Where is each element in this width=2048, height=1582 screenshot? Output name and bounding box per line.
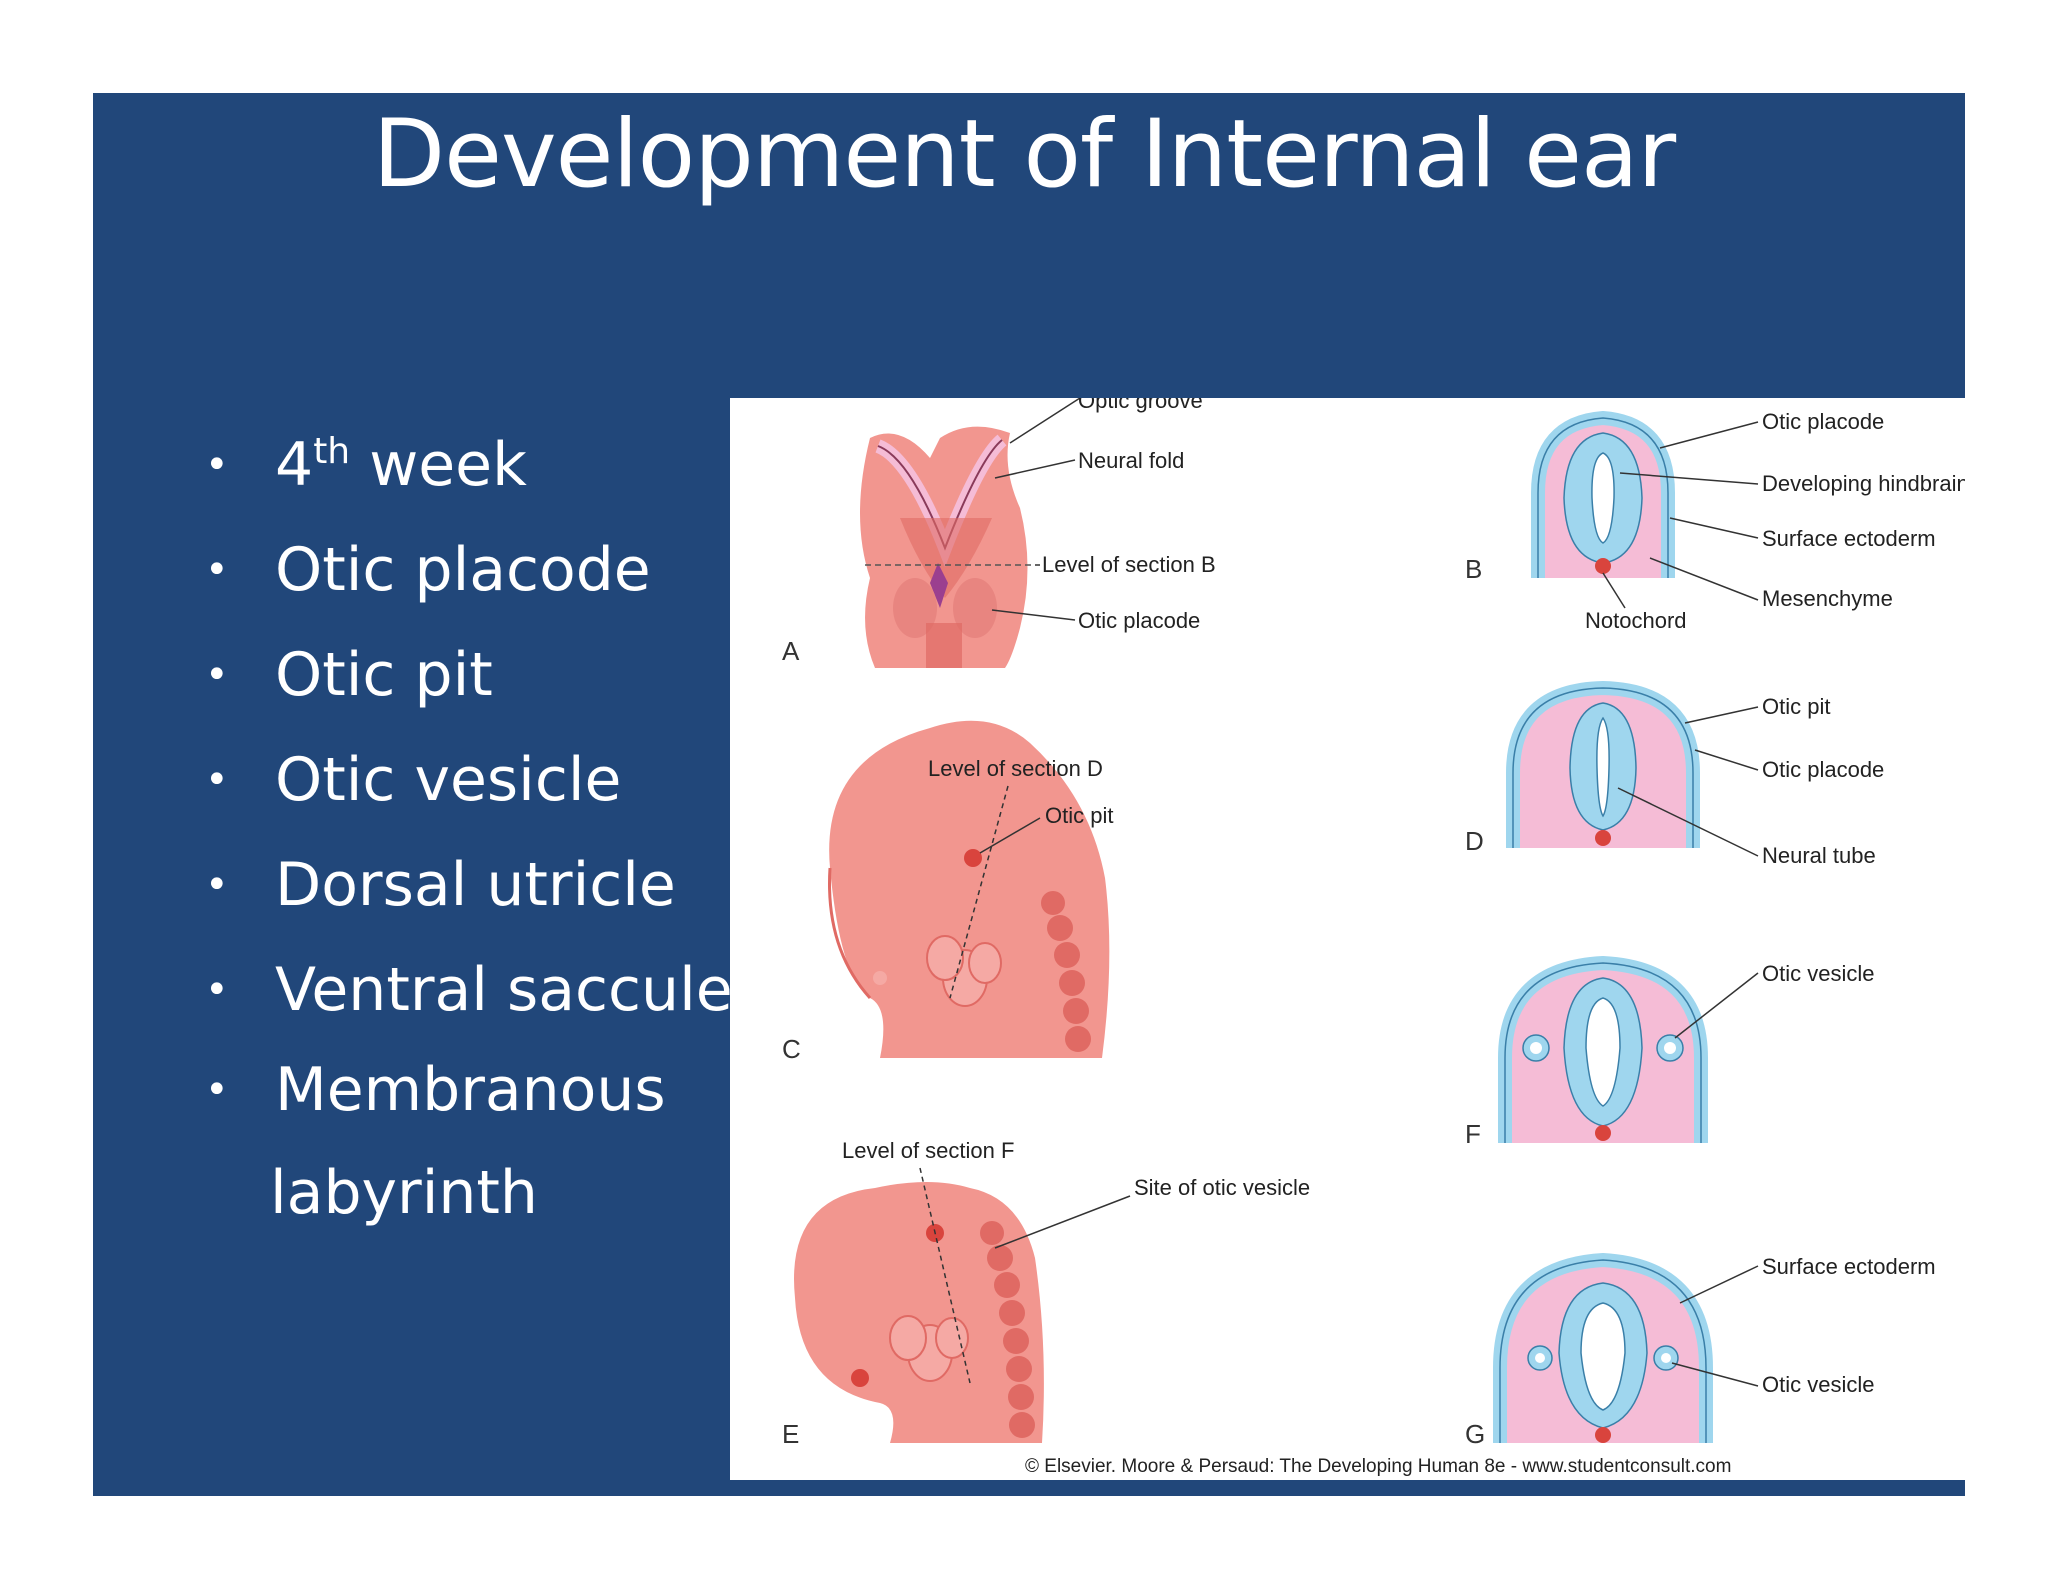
label-otic-vesicle-g: Otic vesicle: [1762, 1372, 1874, 1397]
label-developing-hindbrain: Developing hindbrain: [1762, 471, 1965, 496]
leader-line: [979, 817, 1041, 854]
leader-line: [1684, 706, 1759, 724]
section-line-f: [919, 1167, 971, 1384]
panel-e-embryo: [794, 1182, 1044, 1443]
leader-line: [994, 1195, 1131, 1249]
leader-line: [1674, 972, 1759, 1039]
panel-b-cross-section: [1531, 410, 1675, 578]
label-mesenchyme: Mesenchyme: [1762, 586, 1893, 611]
bullet-dot: •: [205, 862, 229, 908]
bullet-text: Otic placode: [275, 535, 651, 605]
label-otic-pit-d: Otic pit: [1762, 694, 1830, 719]
panel-letter-a: A: [782, 636, 800, 666]
panel-letter-e: E: [782, 1419, 799, 1449]
bullet-dot: •: [205, 757, 229, 803]
leader-line: [991, 609, 1076, 621]
label-level-section-d: Level of section D: [928, 756, 1103, 781]
figure-svg: Optic groove Neural fold Level of sectio…: [782, 398, 1965, 1477]
label-otic-vesicle-f: Otic vesicle: [1762, 961, 1874, 986]
copyright-notice: © Elsevier. Moore & Persaud: The Develop…: [1025, 1456, 1731, 1477]
label-optic-groove: Optic groove: [1078, 398, 1203, 413]
bullet-text: 4: [275, 430, 314, 500]
label-otic-placode-a: Otic placode: [1078, 608, 1200, 633]
panel-f-cross-section: [1498, 955, 1708, 1143]
label-surface-ectoderm-g: Surface ectoderm: [1762, 1254, 1936, 1279]
bullet-dot: •: [205, 442, 229, 488]
label-level-section-f: Level of section F: [842, 1138, 1014, 1163]
label-site-otic-vesicle: Site of otic vesicle: [1134, 1175, 1310, 1200]
leader-line: [1649, 557, 1759, 601]
panel-d-cross-section: [1506, 680, 1700, 848]
leader-line: [1617, 787, 1759, 857]
section-line-d: [949, 785, 1009, 999]
leader-line: [994, 459, 1076, 479]
label-otic-placode-d: Otic placode: [1762, 757, 1884, 782]
panel-letter-d: D: [1465, 826, 1484, 856]
leader-line: [1659, 421, 1759, 449]
leader-line: [1602, 572, 1626, 609]
bullet-dot: •: [205, 967, 229, 1013]
bullet-dot: •: [205, 1067, 229, 1113]
panel-a-illustration: [860, 426, 1028, 668]
label-notochord: Notochord: [1585, 608, 1687, 633]
leader-line: [1694, 749, 1759, 771]
bullet-text: Ventral saccule: [275, 955, 733, 1025]
label-otic-placode-b: Otic placode: [1762, 409, 1884, 434]
embryology-figure: Optic groove Neural fold Level of sectio…: [730, 398, 1965, 1480]
panel-letter-c: C: [782, 1034, 801, 1064]
panel-letter-g: G: [1465, 1419, 1485, 1449]
label-neural-tube: Neural tube: [1762, 843, 1876, 868]
label-level-section-b: Level of section B: [1042, 552, 1216, 577]
bullet-text: Membranous: [275, 1055, 666, 1125]
bullet-text: week: [350, 430, 527, 500]
bullet-superscript: th: [313, 431, 351, 472]
bullet-text: labyrinth: [270, 1158, 538, 1228]
bullet-dot: •: [205, 652, 229, 698]
leader-line: [1009, 398, 1081, 444]
bullet-text: Otic pit: [275, 640, 493, 710]
panel-g-cross-section: [1493, 1252, 1713, 1443]
panel-letter-f: F: [1465, 1119, 1481, 1149]
panel-letter-b: B: [1465, 554, 1482, 584]
bullet-text: Otic vesicle: [275, 745, 622, 815]
leader-line: [1679, 1265, 1759, 1304]
panel-c-embryo: [828, 720, 1110, 1058]
label-otic-pit-c: Otic pit: [1045, 803, 1113, 828]
slide-title: Development of Internal ear: [372, 100, 1676, 209]
leader-line: [1619, 472, 1759, 485]
bullet-text: Dorsal utricle: [275, 850, 676, 920]
label-neural-fold: Neural fold: [1078, 448, 1184, 473]
bullet-dot: •: [205, 547, 229, 593]
leader-line: [1669, 517, 1759, 539]
leader-line: [1671, 1362, 1759, 1387]
label-surface-ectoderm-b: Surface ectoderm: [1762, 526, 1936, 551]
